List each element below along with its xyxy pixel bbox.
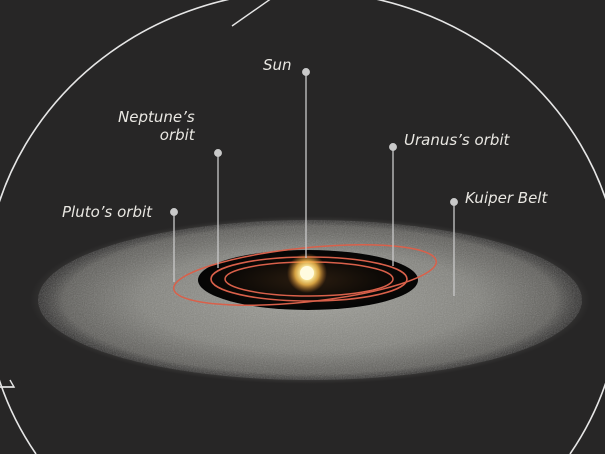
sun-core xyxy=(300,266,314,280)
top-tangent-line xyxy=(231,0,271,27)
neptune-label-line1: Neptune’s xyxy=(118,108,195,126)
uranus-label-text: Uranus’s orbit xyxy=(404,131,510,149)
kuiper-belt-label: Kuiper Belt xyxy=(465,189,547,207)
sun-label-text: Sun xyxy=(263,56,292,74)
neptune-orbit-label: Neptune’s orbit xyxy=(118,108,195,144)
sun-leader-dot xyxy=(302,68,310,76)
pluto-label-text: Pluto’s orbit xyxy=(62,203,153,221)
sun-label: Sun xyxy=(263,56,292,74)
neptune-leader-dot xyxy=(214,149,222,157)
kuiper-leader-dot xyxy=(450,198,458,206)
pluto-leader-dot xyxy=(170,208,178,216)
neptune-label-line2: orbit xyxy=(159,126,195,144)
uranus-leader-dot xyxy=(389,143,397,151)
pluto-orbit xyxy=(172,244,438,306)
pluto-orbit-label: Pluto’s orbit xyxy=(62,203,152,221)
kuiper-label-text: Kuiper Belt xyxy=(465,189,548,207)
uranus-orbit-label: Uranus’s orbit xyxy=(404,131,509,149)
